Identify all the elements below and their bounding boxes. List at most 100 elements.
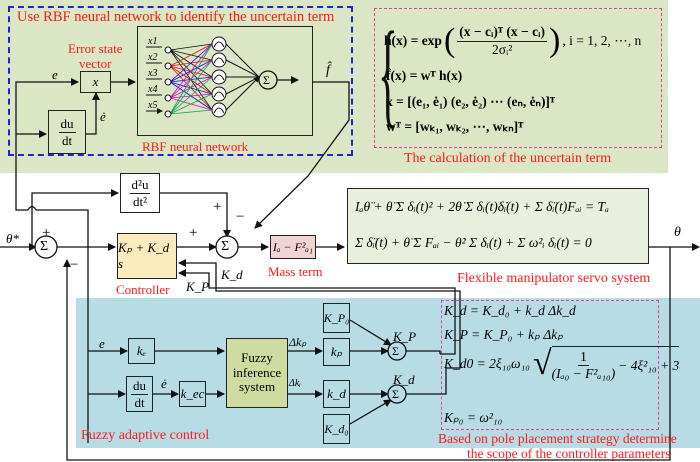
wire-kp-out bbox=[406, 350, 441, 354]
calc-eq1-tail: , i = 1, 2, ⋯, n bbox=[562, 33, 642, 49]
error-vector-box: x bbox=[80, 71, 111, 93]
plant-eq2: Σ δ̈ᵢ(t) + θ̈ Σ Fₐᵢ − θ̇² Σ δᵢ(t) + Σ ω²… bbox=[355, 235, 592, 250]
sum2-symbol: Σ bbox=[221, 239, 230, 254]
pole-caption-line2: the scope of the controller parameters bbox=[467, 446, 671, 461]
rbf-du-num: du bbox=[58, 115, 76, 133]
pole-eq3-tail: − 4ξ²₁₀ + 3 bbox=[618, 357, 680, 373]
calc-eq1-num: (x − cᵢ)ᵀ (x − cᵢ) bbox=[457, 25, 547, 42]
delta-kp-label: Δkₚ bbox=[289, 335, 307, 349]
sum1-symbol: Σ bbox=[40, 239, 49, 254]
kp-gain-box: kₚ bbox=[323, 338, 350, 366]
fuzzy-e-label: e bbox=[99, 336, 105, 351]
pole-dashed-frame bbox=[441, 300, 659, 430]
rbf-input-x2: x2 bbox=[148, 52, 158, 63]
calc-eq3: x = [(e₁, ė₁) (e₂, ė₂) ⋯ (eₙ, ėₙ)]ᵀ bbox=[386, 94, 556, 109]
rbf-input-x5: x5 bbox=[148, 100, 158, 111]
delta-ki-label: Δkᵢ bbox=[289, 378, 301, 389]
sum2-circle bbox=[215, 235, 239, 259]
rbf-dashed-frame bbox=[8, 6, 353, 156]
kd-sum-circle bbox=[387, 384, 407, 404]
sum2-plus-left: + bbox=[189, 225, 198, 241]
plant-label: Flexible manipulator servo system bbox=[457, 271, 651, 286]
calc-eq1-lhs: h(x) = exp bbox=[384, 33, 442, 49]
kd0-box: K_d₀ bbox=[323, 414, 350, 444]
sum1-minus: − bbox=[70, 257, 79, 273]
ke-box: kₑ bbox=[128, 338, 155, 364]
fis-line3: system bbox=[238, 379, 276, 395]
rbf-network-box bbox=[137, 26, 313, 136]
pole-eq3: K_d0 = 2ξ₁₀ω₁₀ √ 1(Iₐ₀ − F²ₐ₁₀) − 4ξ²₁₀ … bbox=[444, 344, 680, 382]
right-white-margin bbox=[668, 0, 700, 173]
mass-term-label: Mass term bbox=[268, 264, 323, 279]
wire-feedback bbox=[63, 247, 671, 461]
rbf-du-den: dt bbox=[61, 132, 73, 148]
pole-eq4: Kₚ₀ = ω²₁₀ bbox=[444, 410, 503, 425]
kd-feedback-label: K_d bbox=[221, 267, 243, 282]
fis-line2: inference bbox=[232, 364, 282, 380]
rbf-hidden-nodes bbox=[211, 36, 227, 118]
pole-eq3-den: (Iₐ₀ − F²ₐ₁₀) bbox=[551, 366, 616, 382]
wire-d2u-to-sum2 bbox=[160, 192, 231, 238]
kd-sum-symbol: Σ bbox=[392, 387, 399, 401]
wire-kd-out bbox=[406, 368, 447, 395]
calc-eq1: h(x) = exp ( (x − cᵢ)ᵀ (x − cᵢ)2σᵢ² ) , … bbox=[384, 24, 641, 58]
error-state-label: Error state vector bbox=[68, 41, 123, 72]
pole-eq2: K_P = K_P₀ + kₚ Δkₚ bbox=[444, 327, 564, 342]
fuzzy-section-label: Fuzzy adaptive control bbox=[81, 428, 210, 443]
calc-brace: { bbox=[378, 7, 398, 138]
pole-eq1: K_d = K_d₀ + k_d Δk_d bbox=[444, 303, 576, 318]
fhat-label: f̂ bbox=[326, 63, 330, 78]
rbf-input-x3: x3 bbox=[148, 68, 158, 79]
rbf-network-label: RBF neural network bbox=[142, 139, 249, 154]
mass-term-box[interactable]: Iₐ − F²ₐ₁ bbox=[270, 235, 316, 259]
calc-eq2: f̂(x) = wᵀ h(x) bbox=[386, 68, 463, 83]
fis-line1: Fuzzy bbox=[241, 349, 273, 365]
calc-eq1-den: 2σᵢ² bbox=[491, 41, 513, 57]
kd-output-label: K_d bbox=[393, 372, 415, 387]
fuzzy-inference-system-box[interactable]: Fuzzy inference system bbox=[226, 338, 288, 408]
rbf-input-x1: x1 bbox=[148, 36, 158, 47]
controller-box[interactable]: Kₚ + K_d s bbox=[117, 233, 177, 279]
fuzzy-edot-label: ė bbox=[161, 376, 167, 391]
rbf-input-x4: x4 bbox=[148, 84, 158, 95]
calc-eq4: wᵀ = [wₖ₁, wₖ₂, ⋯, wₖₙ]ᵀ bbox=[386, 119, 524, 134]
error-state-line2: vector bbox=[79, 55, 112, 71]
d2u-den: dt² bbox=[132, 193, 147, 209]
rbf-connections bbox=[169, 43, 213, 115]
sum1-circle bbox=[34, 235, 58, 259]
calc-dashed-frame bbox=[374, 8, 662, 148]
pole-eq3-num: 1 bbox=[578, 349, 589, 367]
rbf-e-label: e bbox=[52, 67, 58, 82]
error-state-line1: Error state bbox=[68, 41, 123, 56]
plant-eq1: Iₐθ̈ + θ̈ Σ δᵢ(t)² + 2θ̇ Σ δᵢ(t)δ̇ᵢ(t) +… bbox=[355, 199, 609, 214]
sqrt-sign: √ bbox=[532, 344, 552, 382]
rbf-sum-symbol: Σ bbox=[263, 73, 270, 87]
wire-e-to-x bbox=[15, 78, 79, 175]
sum2-plus-top: + bbox=[213, 199, 222, 215]
plant-box[interactable] bbox=[347, 188, 649, 264]
kp-output-label: K_P bbox=[393, 329, 417, 344]
fz-du-den: dt bbox=[134, 394, 145, 410]
rbf-section-title: Use RBF neural network to identify the u… bbox=[17, 9, 335, 25]
kp-sum-symbol: Σ bbox=[392, 344, 399, 358]
wire-kp-return bbox=[178, 269, 456, 355]
kec-box: k_ec bbox=[179, 381, 206, 407]
calc-caption: The calculation of the uncertain term bbox=[404, 151, 612, 166]
wire-du-to-x bbox=[86, 92, 100, 135]
rbf-input-nodes bbox=[164, 46, 172, 118]
wire-kp0-sum bbox=[349, 319, 392, 346]
theta-out-label: θ bbox=[674, 225, 681, 240]
sum1-plus: + bbox=[42, 225, 51, 241]
fuzzy-panel-bg bbox=[76, 298, 700, 448]
kp-sum-circle bbox=[387, 341, 407, 361]
kp-feedback-label: K_P bbox=[186, 279, 210, 294]
wire-to-d2u bbox=[31, 189, 119, 247]
pole-eq3-lhs: K_d0 = 2ξ₁₀ω₁₀ bbox=[444, 355, 530, 371]
sum2-minus: − bbox=[236, 209, 245, 225]
controller-label: Controller bbox=[116, 282, 170, 297]
wire-e-branch bbox=[15, 175, 89, 443]
